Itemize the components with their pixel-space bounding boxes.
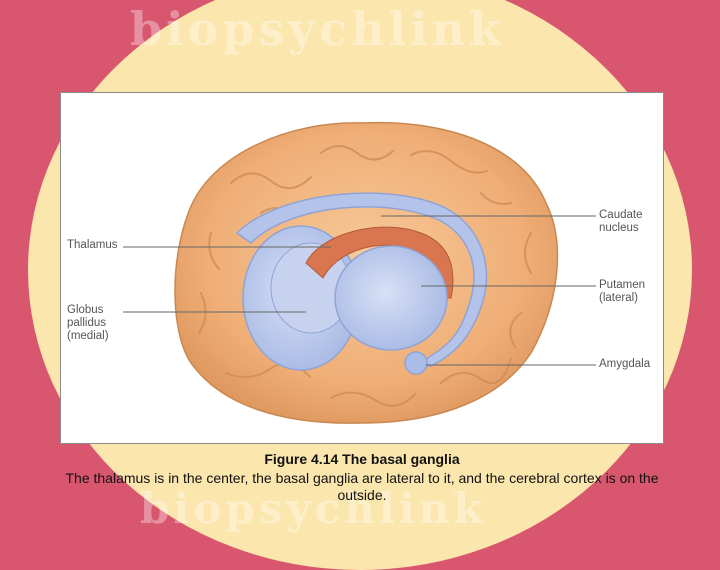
caudate-tail [235,192,488,367]
label-putamen: Putamen (lateral) [599,279,646,304]
label-thalamus: Thalamus [67,239,118,251]
watermark-bottom: biopsychlink [140,484,487,533]
slide: biopsychlink biopsychlink [28,0,692,570]
putamen [334,245,448,351]
basal-ganglia-illustration [123,121,596,424]
figure-caption: The thalamus is in the center, the basal… [65,470,659,503]
label-caudate-nucleus: Caudate nucleus [599,209,643,234]
caudate-nucleus [305,226,454,299]
figure-frame: Thalamus Globus pallidus (medial) Caudat… [60,92,664,444]
label-amygdala: Amygdala [599,358,651,370]
figure-title: Figure 4.14 The basal ganglia [264,451,460,467]
watermark-top: biopsychlink [130,2,505,56]
label-globus-pallidus: Globus pallidus (medial) [67,304,109,342]
leader-lines [123,215,596,366]
amygdala [404,351,428,375]
cortex-folds [198,145,532,407]
